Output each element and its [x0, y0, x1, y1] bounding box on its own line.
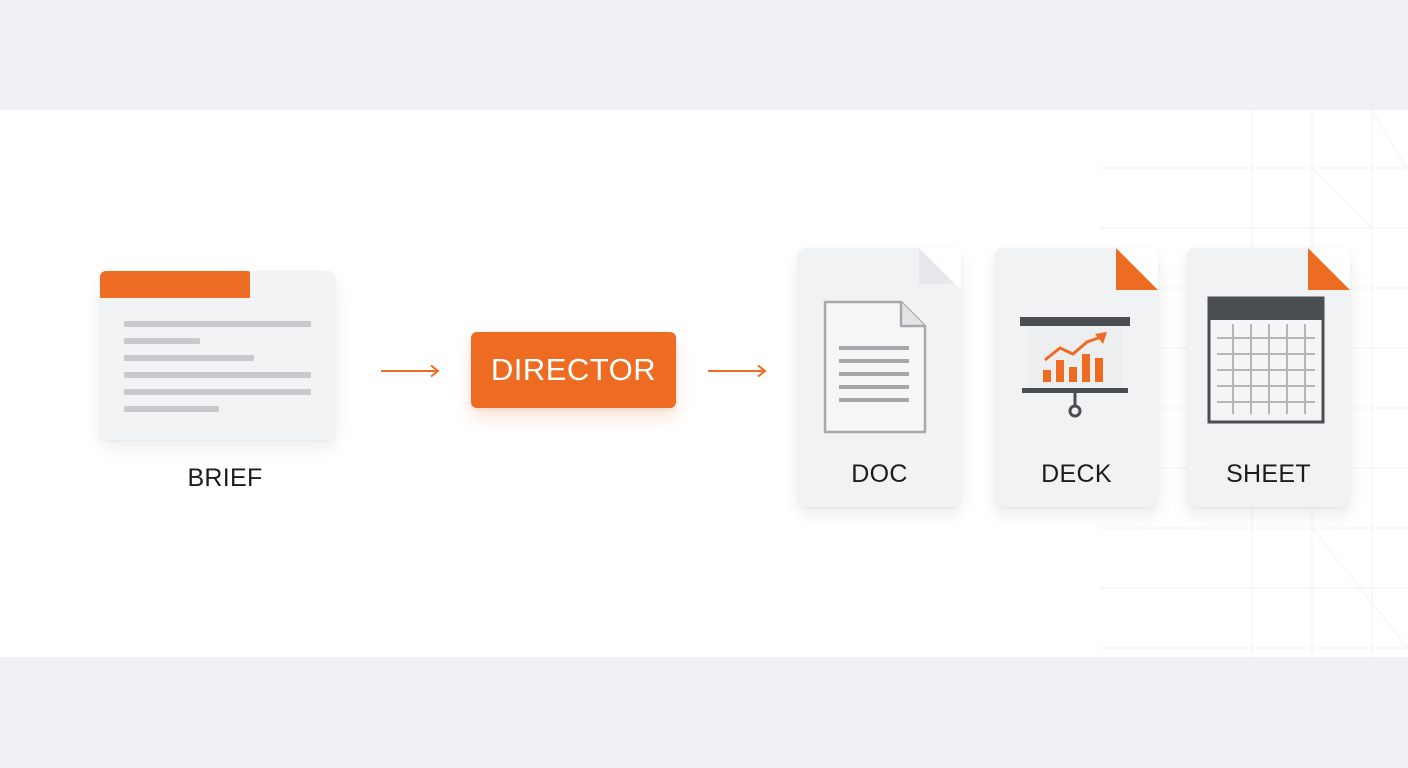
brief-text-line [124, 389, 311, 395]
deck-label: DECK [1041, 460, 1112, 488]
bottom-band [0, 657, 1408, 768]
brief-text-line [124, 355, 254, 361]
brief-label: BRIEF [187, 464, 263, 492]
brief-text-line [124, 321, 311, 327]
page-fold-icon [1308, 248, 1350, 290]
page-fold-icon [1116, 248, 1158, 290]
sheet-card: SHEET [1187, 248, 1350, 507]
deck-card: DECK [995, 248, 1158, 507]
director-label: DIRECTOR [490, 352, 657, 387]
sheet-label: SHEET [1226, 460, 1311, 488]
brief-text-line [124, 406, 219, 412]
brief-text-line [124, 372, 311, 378]
director-node: DIRECTOR [471, 332, 676, 408]
presentation-chart-icon [1020, 317, 1130, 418]
brief-header-bar [100, 271, 250, 298]
top-band [0, 0, 1408, 110]
document-icon [823, 300, 927, 434]
doc-label: DOC [851, 460, 908, 488]
spreadsheet-icon [1207, 296, 1325, 424]
doc-card: DOC [798, 248, 961, 507]
arrow-right-icon [381, 364, 440, 378]
brief-text-line [124, 338, 200, 344]
page-fold-icon [919, 248, 961, 290]
brief-card [100, 271, 335, 440]
arrow-right-icon [708, 364, 767, 378]
